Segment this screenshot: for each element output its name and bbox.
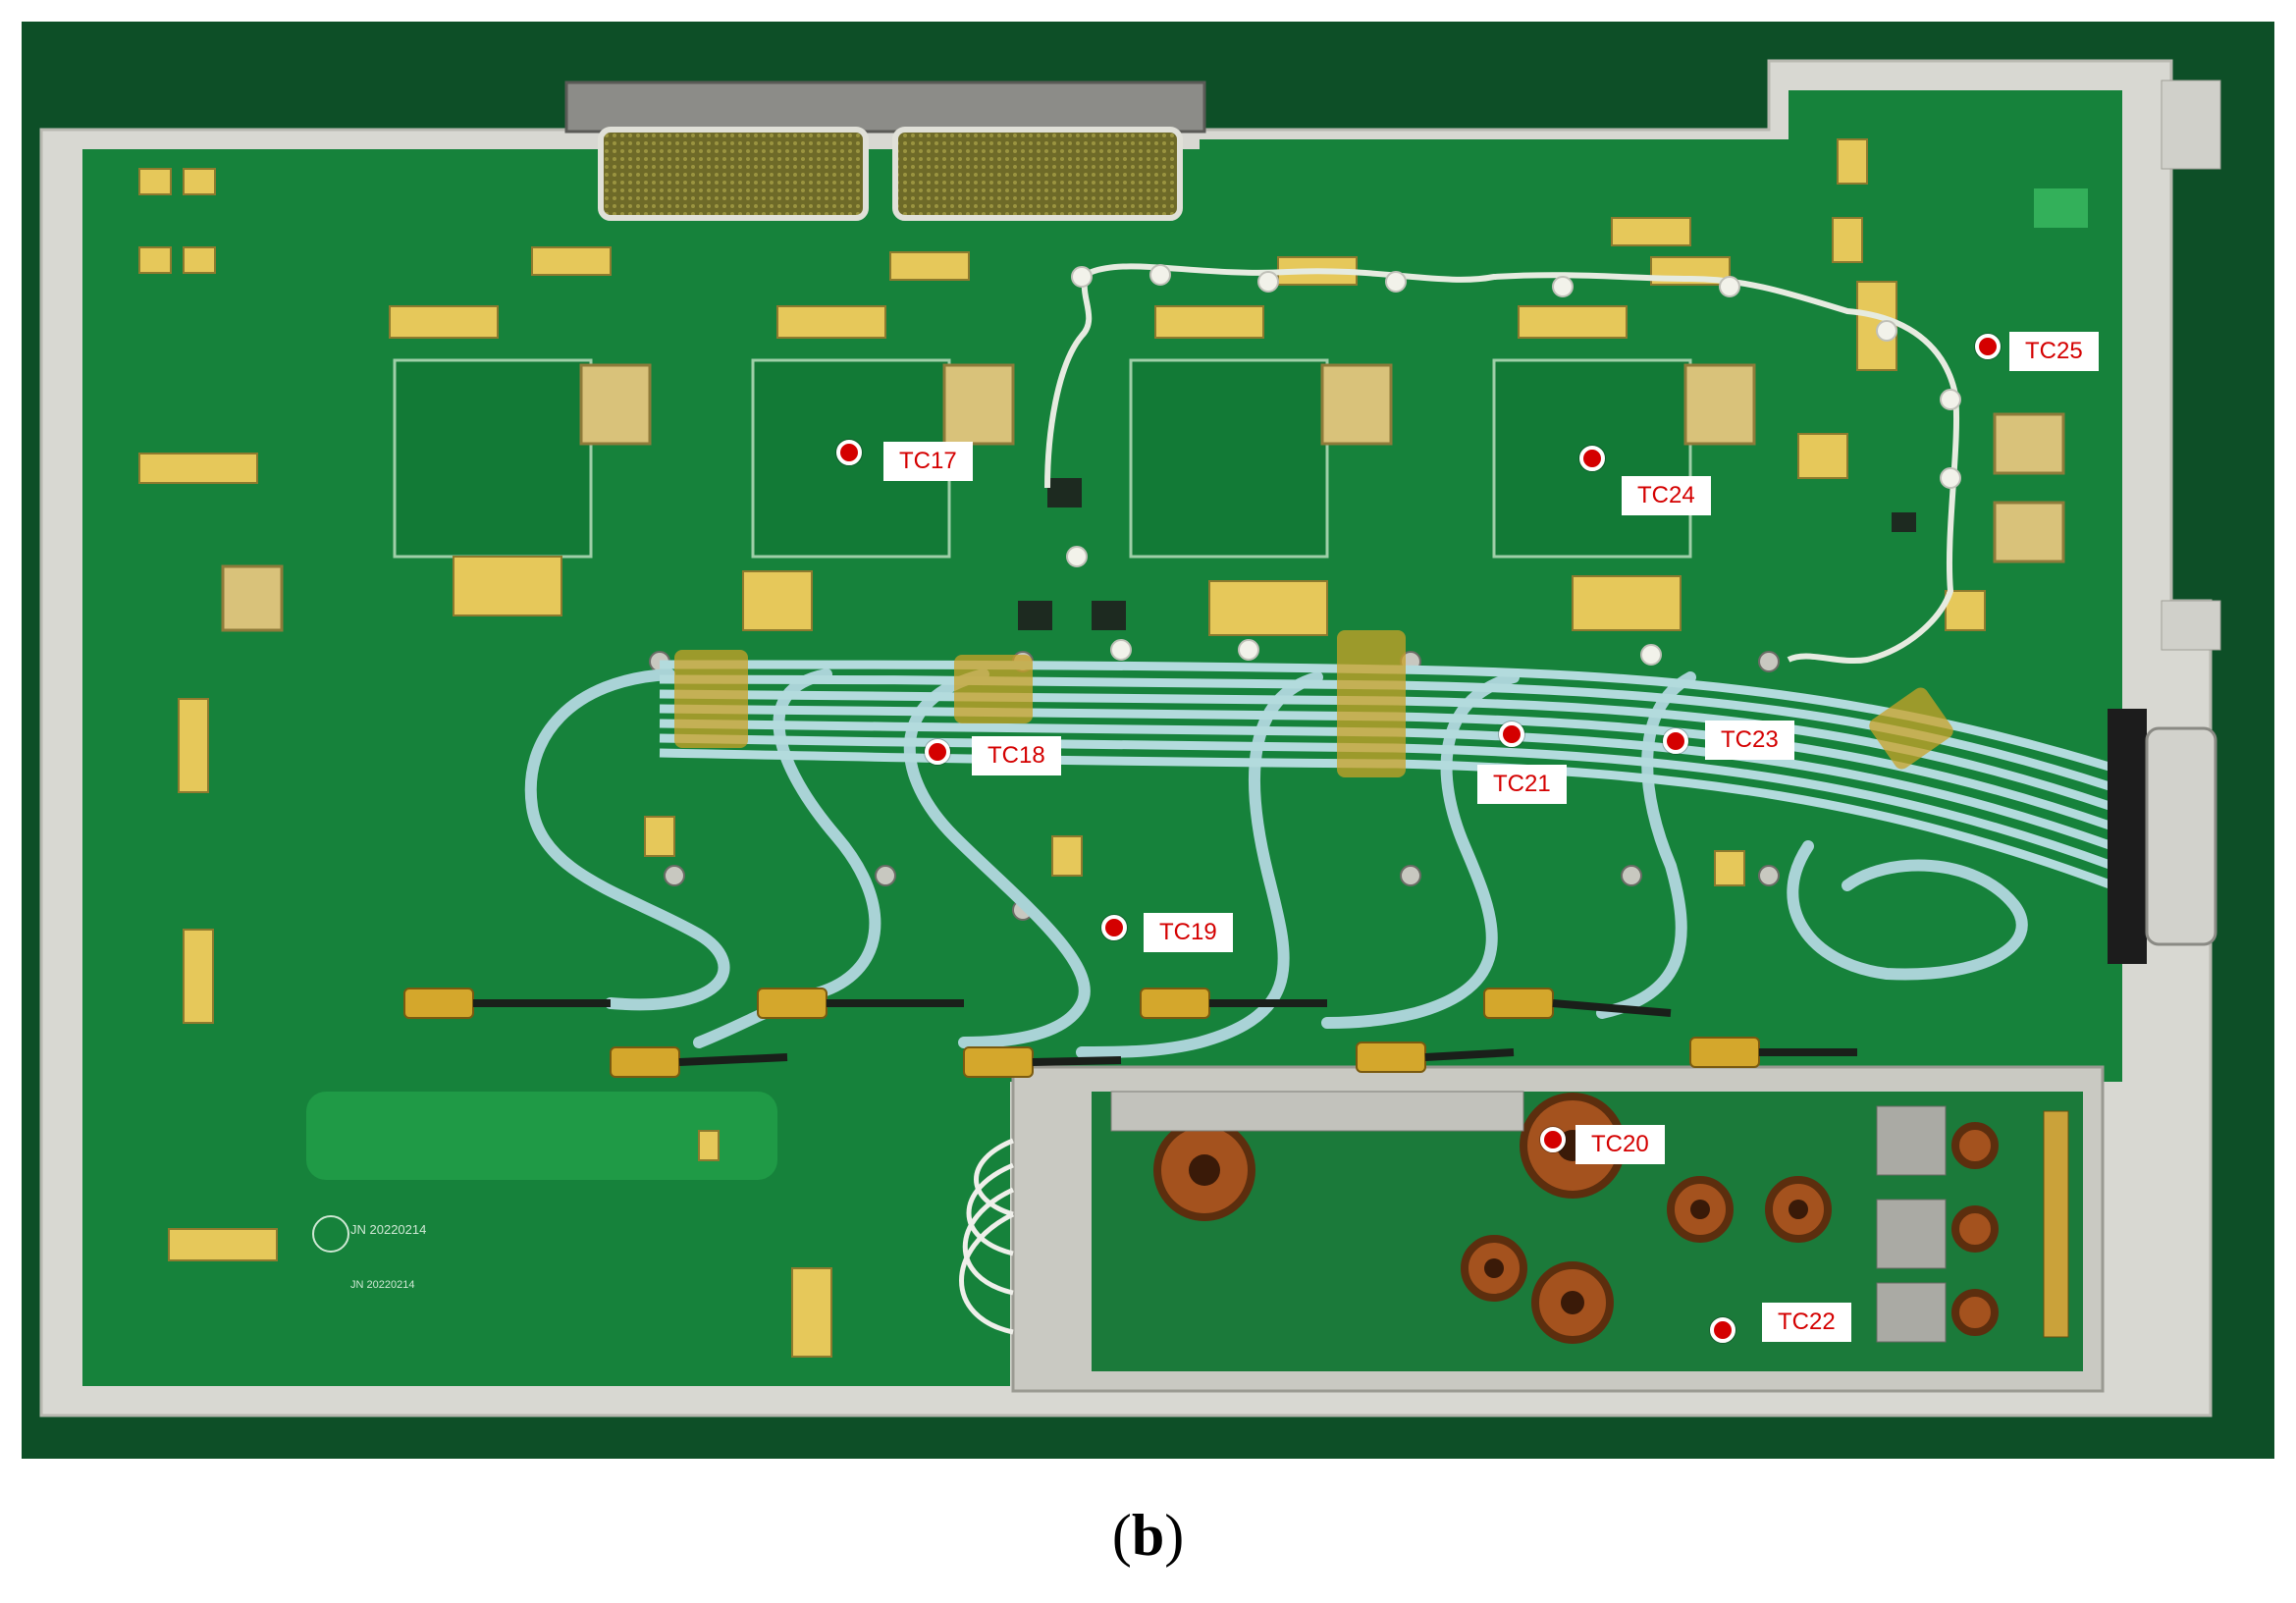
marker-label-tc17: TC17 bbox=[883, 442, 973, 481]
marker-dot-tc18 bbox=[925, 739, 950, 765]
marker-dot-tc22 bbox=[1710, 1317, 1735, 1343]
marker-label-tc23: TC23 bbox=[1705, 721, 1794, 760]
marker-label-tc24: TC24 bbox=[1622, 476, 1711, 515]
figure-caption: (b) bbox=[0, 1502, 2296, 1570]
caption-open-paren: ( bbox=[1111, 1503, 1132, 1568]
marker-dot-tc21 bbox=[1499, 721, 1524, 747]
pcb-illustration: JN 20220214 JN 20220214 bbox=[22, 22, 2274, 1459]
caption-close-paren: ) bbox=[1164, 1503, 1185, 1568]
marker-dot-tc23 bbox=[1663, 728, 1688, 754]
marker-dot-tc17 bbox=[836, 440, 862, 465]
top-connector-rail bbox=[564, 80, 1206, 134]
board-marking-2: JN 20220214 bbox=[350, 1279, 414, 1291]
marker-dot-tc20 bbox=[1540, 1127, 1566, 1152]
marker-dot-tc25 bbox=[1975, 334, 2001, 359]
marker-label-tc20: TC20 bbox=[1575, 1125, 1665, 1164]
caption-letter: b bbox=[1131, 1503, 1165, 1568]
marker-label-tc19: TC19 bbox=[1144, 913, 1233, 952]
marker-dot-tc19 bbox=[1101, 915, 1127, 940]
marker-label-tc25: TC25 bbox=[2009, 332, 2099, 371]
marker-label-tc18: TC18 bbox=[972, 736, 1061, 775]
marker-label-tc22: TC22 bbox=[1762, 1303, 1851, 1342]
board-marking-1: JN 20220214 bbox=[350, 1222, 426, 1237]
marker-dot-tc24 bbox=[1579, 446, 1605, 471]
marker-label-tc21: TC21 bbox=[1477, 765, 1567, 804]
pcb-photo: JN 20220214 JN 20220214 TC17 TC18 TC19 T… bbox=[22, 22, 2274, 1459]
